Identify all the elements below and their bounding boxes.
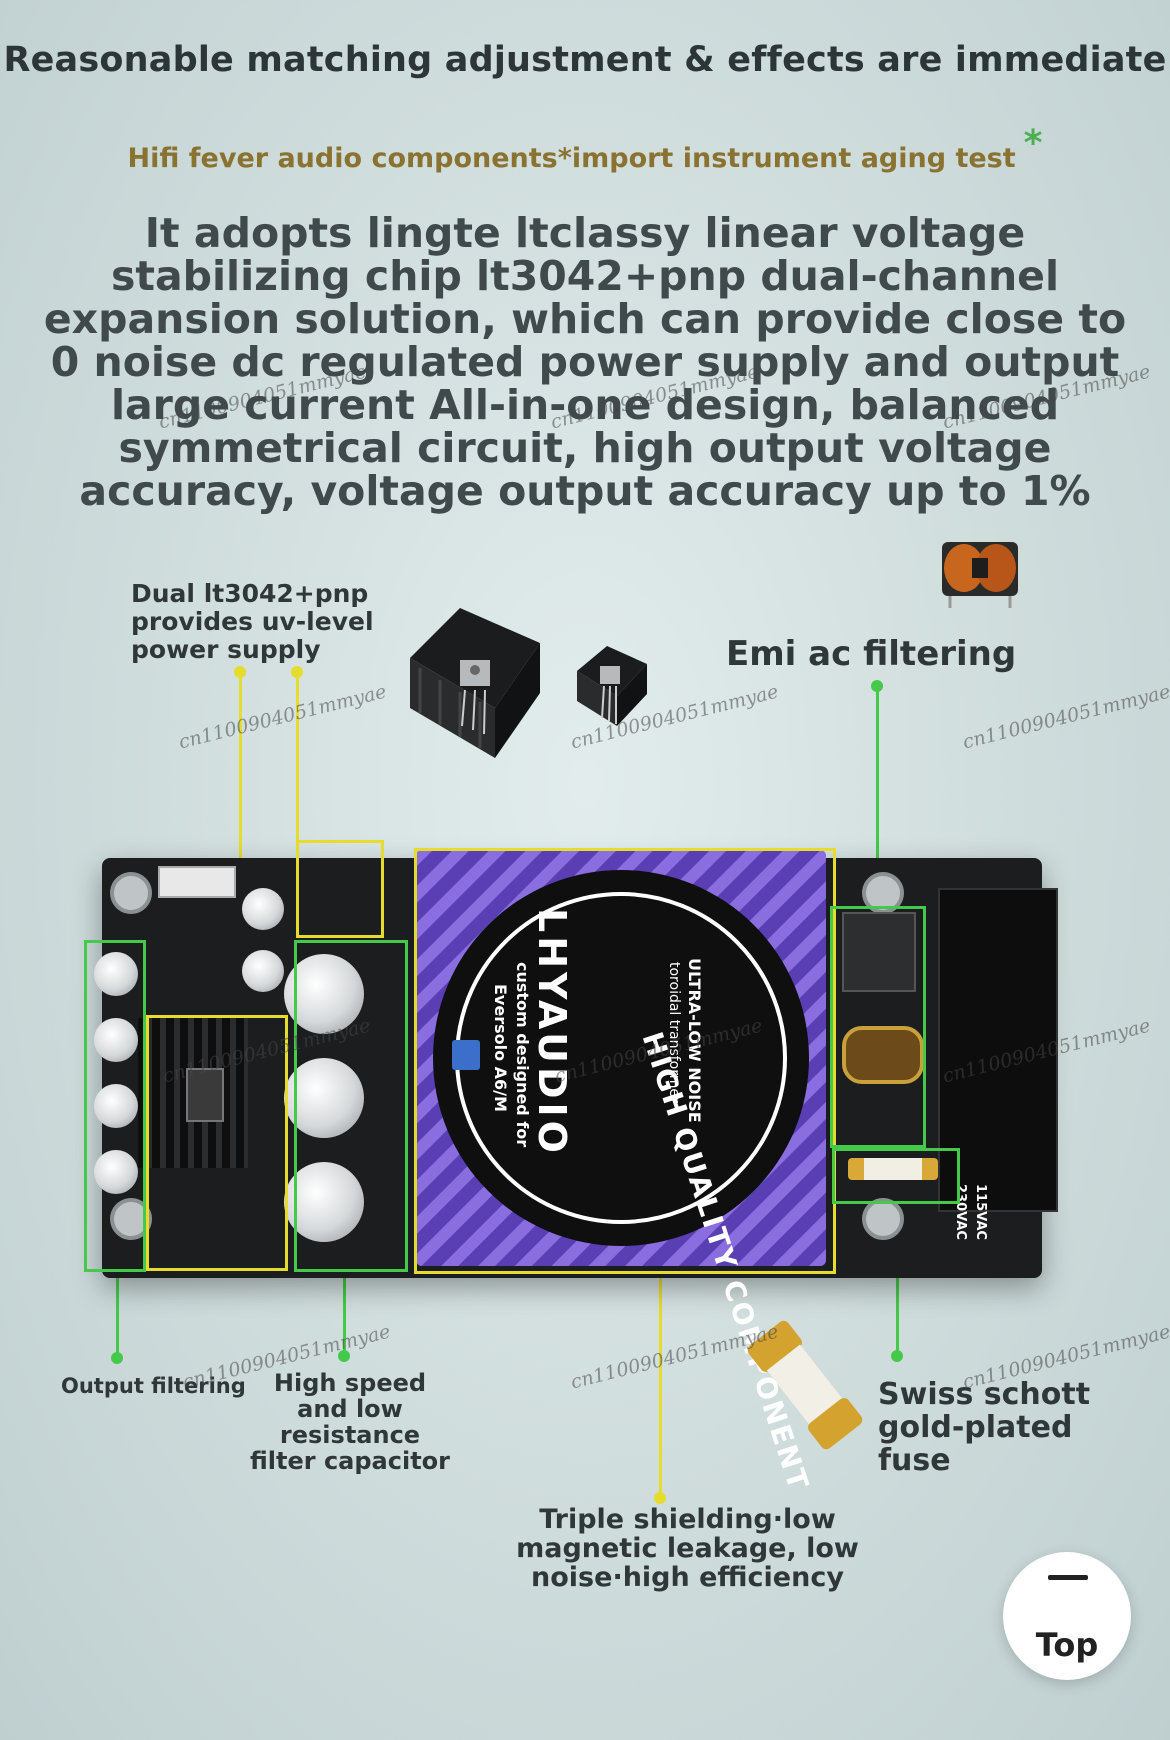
heatsink-chip-large-image [410,608,540,758]
filter-cap-large-1 [284,954,364,1034]
voltage-label-115: 115VAC [973,1184,988,1240]
watermark-3: cn1100904051mmyae [960,680,1170,754]
regulator-chip [186,1068,224,1122]
emi-filter-block [842,912,916,992]
power-connector [158,866,236,898]
emi-filter-box [830,906,926,1148]
subheading: Hifi fever audio components*import instr… [0,123,1170,176]
callout-dot-capacitor [338,1350,350,1362]
callout-dot-output [111,1352,123,1364]
back-to-top-label: Top [1035,1626,1099,1664]
output-cap-1 [94,952,138,996]
callout-capacitor: High speed and low resistance filter cap… [250,1369,451,1475]
gold-fuse-image [747,1320,863,1450]
subheading-text: Hifi fever audio components*import instr… [127,143,1016,174]
callout-line-output [116,1268,119,1358]
callout-line-capacitor [343,1268,346,1356]
callout-dot-transformer [654,1492,666,1504]
output-cap-4 [94,1150,138,1194]
callout-dual-chip: Dual lt3042+pnp provides uv-level power … [131,579,374,664]
pcb-board: HIGH QUALITY COMPONENT LHYAUDIO ULTRA-LO… [94,850,1058,1495]
capacitor-box [294,940,408,1272]
emi-inductor-image [942,542,1018,608]
mount-hole-bottom-right [862,1198,904,1240]
callout-line-transformer [659,1268,662,1503]
description-paragraph: It adopts lingte ltclassy linear voltage… [43,209,1127,515]
top-arrow-icon [1048,1575,1088,1580]
watermark-1: cn1100904051mmyae [176,680,389,754]
transformer-box [414,848,836,1274]
filter-cap-large-3 [284,1162,364,1242]
callout-dot-dual-chip-2 [291,666,303,678]
regulator-cap-1 [242,888,284,930]
regulator-box [146,1015,288,1271]
callout-fuse: Swiss schott gold-plated fuse [878,1377,1091,1478]
headline: Reasonable matching adjustment & effects… [3,40,1167,80]
callout-dot-fuse [891,1350,903,1362]
transformer-face [416,850,826,1266]
callout-line-dual-chip-1 [239,672,242,1017]
back-to-top-button[interactable]: Top [1003,1552,1131,1680]
callout-output-filtering: Output filtering [61,1374,246,1398]
filter-cap-large-2 [284,1058,364,1138]
callout-emi: Emi ac filtering [726,634,1017,674]
fuse-box [832,1148,960,1204]
callout-line-dual-chip-2 [296,672,299,842]
heatsink-chip-small-image [577,646,647,726]
callout-dot-dual-chip [234,666,246,678]
callout-transformer: Triple shielding·low magnetic leakage, l… [516,1504,859,1593]
regulator-cap-2 [242,950,284,992]
chip-box [296,840,384,938]
output-filter-box [84,940,146,1272]
mount-hole-top-left [110,872,152,914]
callout-line-emi [876,686,879,908]
output-cap-3 [94,1084,138,1128]
output-cap-2 [94,1018,138,1062]
callout-dot-emi [871,680,883,692]
emi-inductor [842,1026,924,1084]
board-fuse [848,1158,938,1180]
star-mark: * [1023,123,1043,164]
